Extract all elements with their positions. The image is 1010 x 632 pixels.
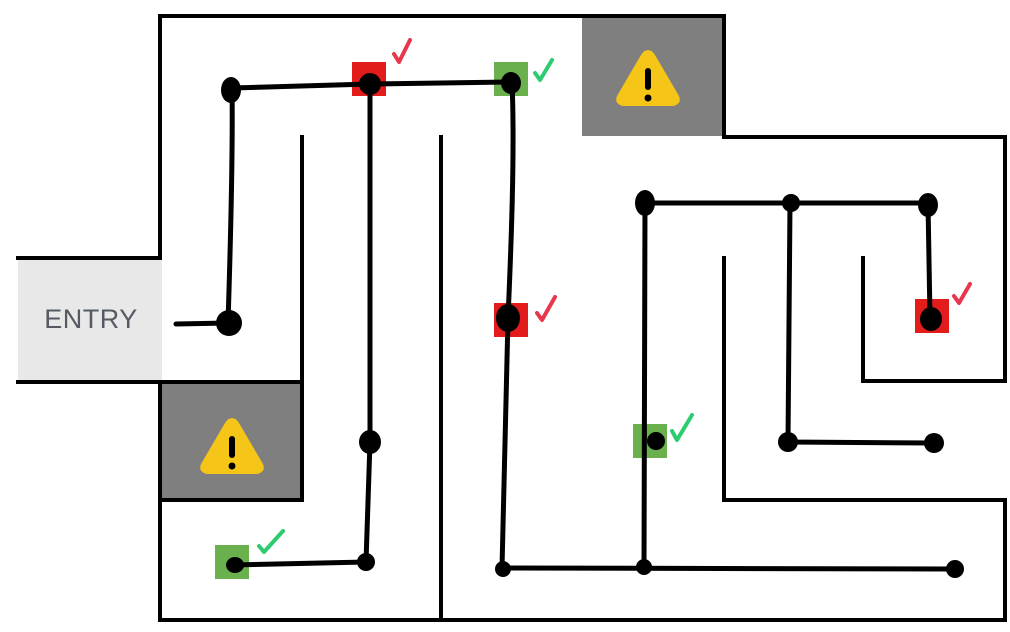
route-segment-left-down <box>230 81 373 568</box>
check-icon <box>952 282 972 305</box>
entry-zone: ENTRY <box>18 258 162 380</box>
check-icon <box>392 38 412 64</box>
route-node[interactable] <box>501 72 521 94</box>
hazard-zone-left <box>162 382 302 500</box>
route-segment-entry <box>173 81 373 327</box>
route-node[interactable] <box>920 307 942 331</box>
check-icon <box>533 58 554 82</box>
walls <box>16 14 1007 622</box>
route-node[interactable] <box>221 77 241 103</box>
route-node[interactable] <box>359 73 381 95</box>
warning-icon <box>616 50 680 106</box>
wall-outer <box>158 14 1007 383</box>
check-icon <box>535 295 557 322</box>
route-node[interactable] <box>216 310 242 336</box>
wall-outer-right-lower <box>16 380 1007 622</box>
warning-exclamation-bar <box>229 436 235 458</box>
route-node[interactable] <box>357 553 375 571</box>
route-node[interactable] <box>647 432 665 450</box>
route-node[interactable] <box>496 304 520 332</box>
marker-bottom-green[interactable] <box>215 529 285 579</box>
entry-fill <box>18 258 162 380</box>
wall-left-hazard-bottom <box>158 380 304 502</box>
warning-icon <box>200 418 264 474</box>
route-node[interactable] <box>924 433 944 453</box>
route-nodes <box>216 72 964 578</box>
hazard-zone-top-right <box>582 16 723 136</box>
route-node[interactable] <box>635 190 655 216</box>
route-node[interactable] <box>359 430 381 454</box>
route-node[interactable] <box>226 557 244 573</box>
route-node[interactable] <box>495 561 511 577</box>
warning-exclamation-dot <box>644 94 652 102</box>
warning-exclamation-bar <box>645 68 651 90</box>
check-icon <box>670 413 694 442</box>
wall-inner-right <box>722 256 1007 502</box>
check-icon <box>257 529 285 554</box>
route-node[interactable] <box>778 432 798 452</box>
route-segment-top <box>367 79 516 321</box>
route-node[interactable] <box>946 560 964 578</box>
entry-label: ENTRY <box>44 304 138 334</box>
route-node[interactable] <box>636 559 652 575</box>
route-node[interactable] <box>782 194 800 212</box>
route-node[interactable] <box>918 193 938 217</box>
warning-exclamation-dot <box>228 462 236 470</box>
